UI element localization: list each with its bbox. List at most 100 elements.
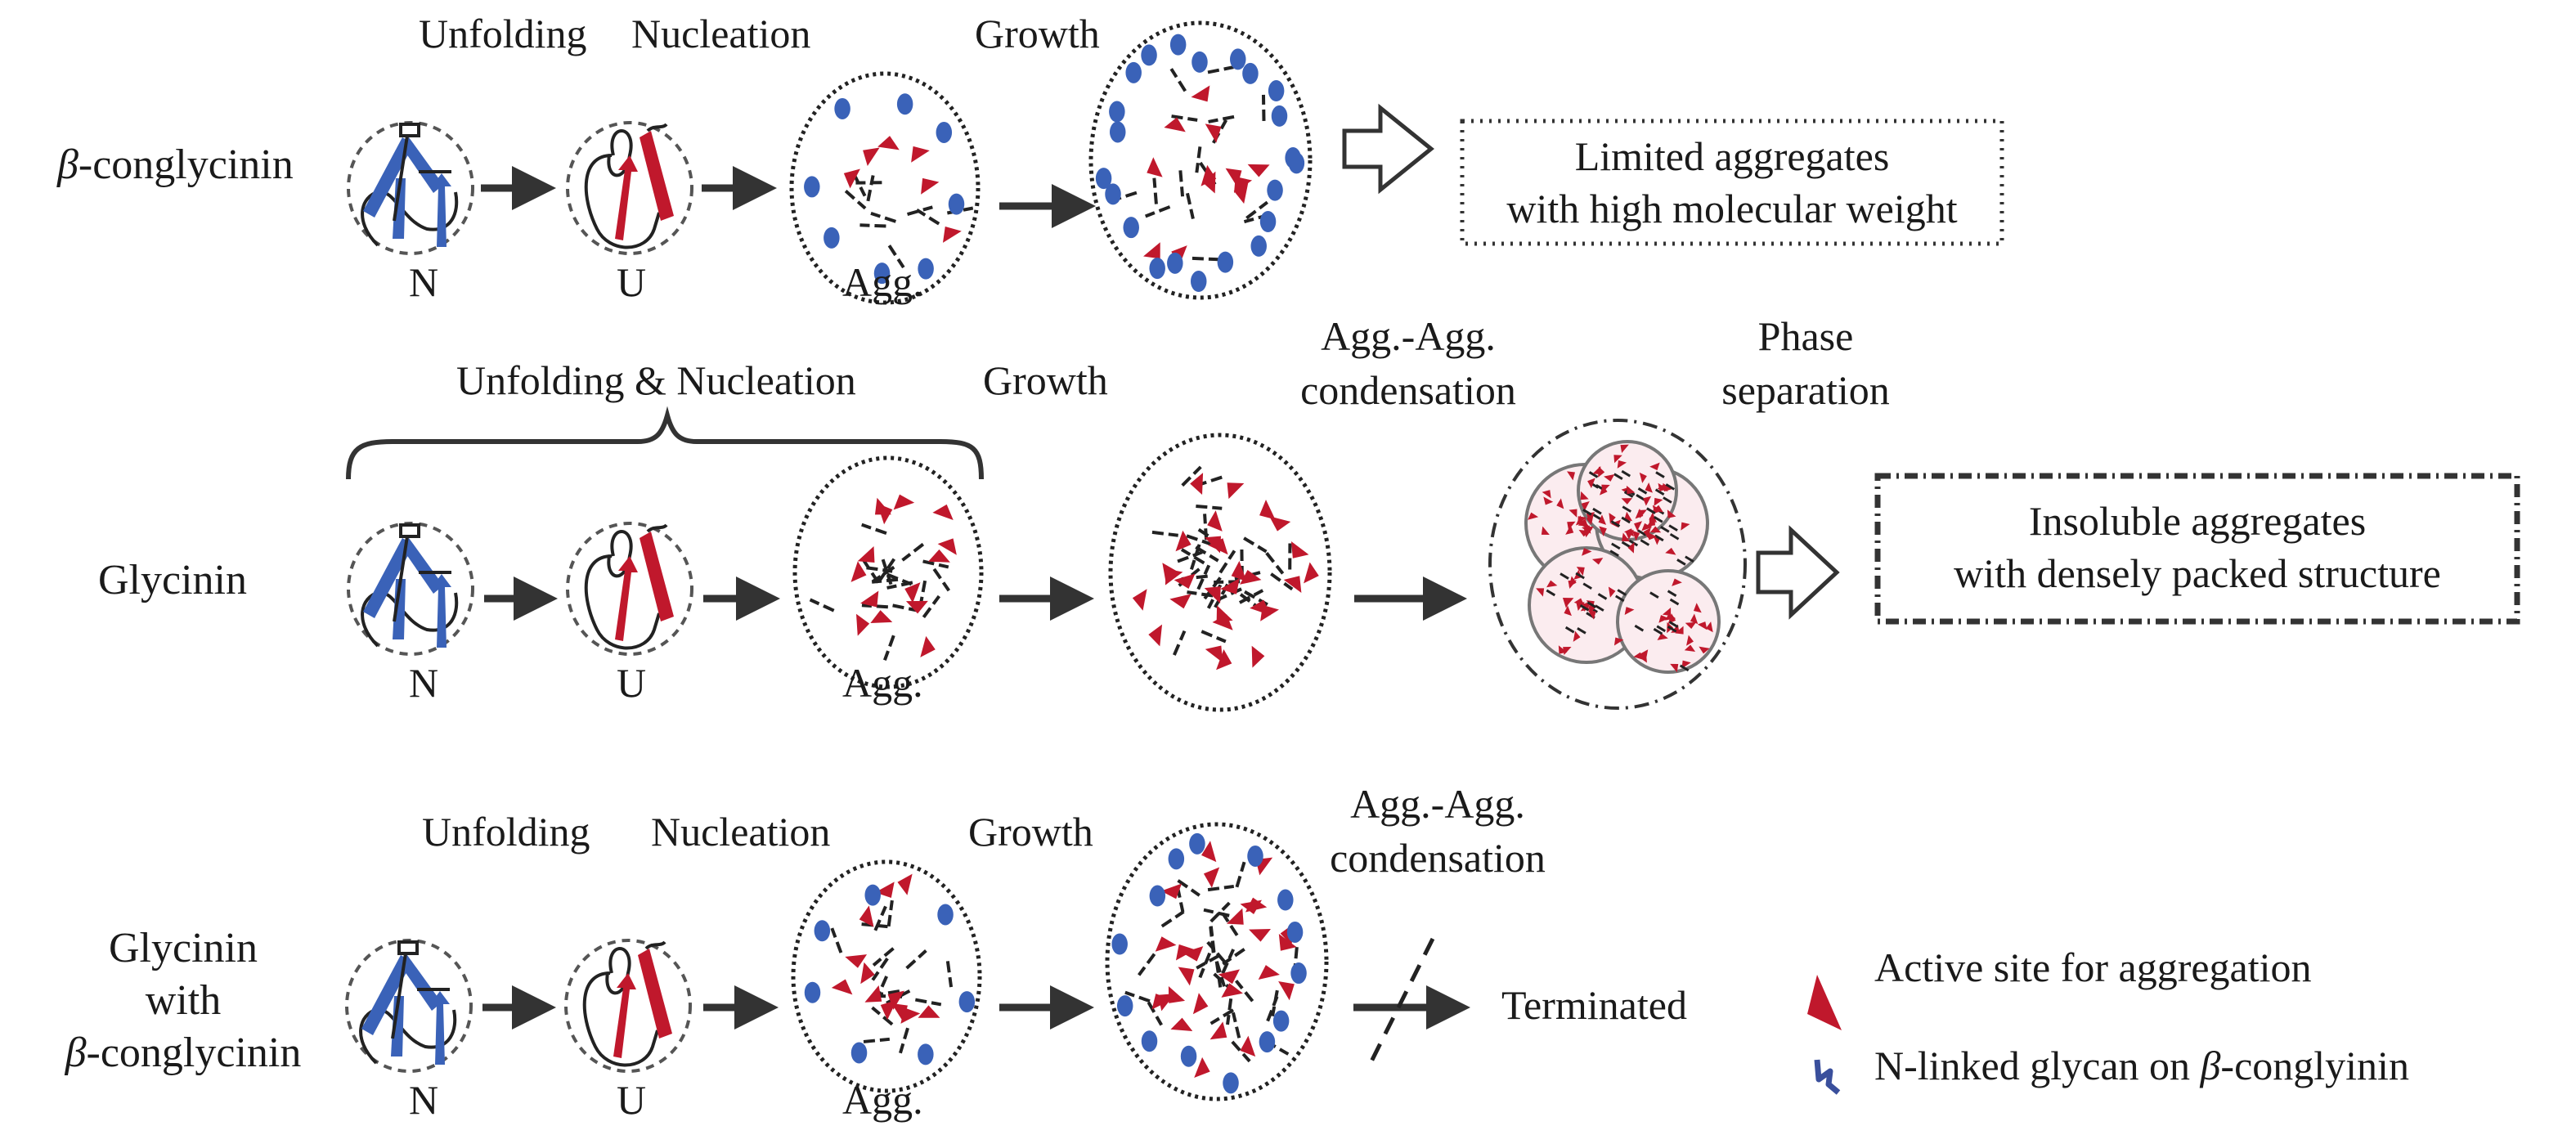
glycan-blob bbox=[1290, 962, 1307, 985]
active-site-wedge bbox=[1258, 965, 1280, 980]
row-glycinin: Glycinin Unfolding & Nucleation Growth A… bbox=[98, 313, 2520, 712]
glycan-blob bbox=[1192, 51, 1208, 73]
active-site-wedge bbox=[1622, 532, 1631, 542]
active-site-wedge bbox=[1667, 509, 1676, 518]
connector-line bbox=[863, 1037, 891, 1043]
connector-line bbox=[1195, 545, 1219, 563]
outcome-line-1: Limited aggregates bbox=[1575, 133, 1890, 179]
connector-line bbox=[1196, 505, 1223, 510]
active-site-wedge bbox=[1191, 85, 1210, 102]
active-site-wedge bbox=[1564, 605, 1572, 617]
active-site-wedge bbox=[893, 494, 915, 510]
dotted-boundary bbox=[1088, 20, 1313, 300]
glycan-blob bbox=[1272, 1010, 1290, 1032]
active-site-wedge bbox=[870, 610, 893, 623]
dashed-boundary bbox=[566, 522, 693, 656]
stage-label-unfolding: Unfolding bbox=[422, 809, 590, 855]
active-site-wedge bbox=[850, 561, 867, 582]
connector-line bbox=[1171, 114, 1198, 122]
active-site-wedge bbox=[857, 545, 875, 563]
active-site-wedge bbox=[1693, 603, 1702, 613]
active-site-wedge bbox=[1164, 117, 1186, 132]
active-site-wedge bbox=[877, 136, 900, 150]
active-site-wedge bbox=[1226, 908, 1244, 925]
connector-line bbox=[1669, 532, 1680, 541]
active-site-wedge bbox=[1609, 513, 1616, 524]
connector-line bbox=[871, 1006, 894, 1026]
connector-line bbox=[922, 594, 941, 619]
dotted-boundary bbox=[791, 859, 982, 1093]
dashed-boundary bbox=[566, 121, 693, 255]
active-site-wedge bbox=[1227, 482, 1245, 500]
glycan-blob bbox=[1125, 61, 1142, 83]
active-site-wedge bbox=[1216, 605, 1233, 623]
connector-line bbox=[1668, 524, 1678, 532]
connector-line bbox=[1667, 590, 1677, 597]
row-glycinin-with-beta-conglycinin: Glycinin with β-conglycinin Unfolding Nu… bbox=[65, 781, 1687, 1123]
connector-line bbox=[886, 899, 894, 927]
glycan-blob bbox=[873, 262, 891, 285]
active-site-wedge bbox=[1580, 491, 1589, 500]
active-site-wedge bbox=[1162, 563, 1177, 585]
connector-line bbox=[1634, 624, 1645, 632]
active-site-wedge bbox=[1649, 462, 1660, 471]
backbone-loop bbox=[584, 123, 668, 249]
glycan-blob bbox=[918, 1043, 934, 1065]
active-site-wedge bbox=[1617, 460, 1627, 469]
state-label-u: U bbox=[617, 259, 646, 305]
connector-line bbox=[932, 568, 951, 592]
active-site-wedge bbox=[1599, 526, 1607, 536]
connector-line bbox=[914, 998, 942, 1007]
active-site-wedge bbox=[1600, 484, 1608, 496]
connector-line bbox=[1628, 539, 1639, 547]
connector-line bbox=[1646, 507, 1656, 514]
active-site-wedge bbox=[1591, 558, 1604, 565]
active-site-wedge bbox=[1681, 522, 1690, 531]
connector-line bbox=[916, 208, 940, 226]
connector-line bbox=[1200, 630, 1227, 644]
connector-line bbox=[1192, 256, 1218, 262]
connector-line bbox=[1637, 487, 1648, 495]
active-site-wedge bbox=[1543, 496, 1554, 505]
connector-line bbox=[1151, 530, 1178, 537]
connector-line bbox=[1196, 564, 1211, 590]
glycan-blob bbox=[1223, 1072, 1239, 1094]
active-site-wedge bbox=[1155, 936, 1177, 952]
active-site-wedge bbox=[1168, 986, 1186, 1003]
active-site-wedge bbox=[1542, 490, 1551, 499]
active-site-wedge bbox=[1623, 528, 1635, 537]
connector-line bbox=[1221, 912, 1239, 936]
connector-line bbox=[1623, 491, 1634, 498]
connector-line bbox=[901, 542, 925, 562]
connector-line bbox=[1186, 534, 1213, 546]
state-label-agg: Agg. bbox=[842, 660, 923, 706]
outcome-line-2: with densely packed structure bbox=[1954, 550, 2441, 596]
active-site-wedge bbox=[1608, 586, 1616, 598]
connector-line bbox=[877, 558, 896, 582]
active-site-wedge bbox=[1657, 633, 1668, 640]
beta-strand bbox=[361, 955, 412, 1035]
active-site-wedge bbox=[1686, 635, 1694, 646]
active-site-wedge bbox=[1147, 157, 1163, 177]
active-site-wedge bbox=[1558, 645, 1568, 654]
active-site-wedge bbox=[1586, 514, 1594, 525]
connector-line bbox=[1270, 572, 1294, 591]
glycan-blob bbox=[1167, 252, 1183, 274]
active-site-wedge bbox=[1567, 471, 1575, 481]
connector-line bbox=[870, 211, 896, 223]
active-site-wedge bbox=[1204, 586, 1221, 603]
active-site-wedge bbox=[1587, 610, 1596, 620]
outcome-arrow-icon bbox=[1756, 525, 1840, 620]
row-label-glycinin: Glycinin bbox=[98, 557, 247, 603]
active-site-wedge bbox=[1556, 498, 1564, 509]
connector-line bbox=[1234, 980, 1254, 1003]
glycan-blob bbox=[1230, 48, 1246, 70]
active-site-wedge bbox=[1675, 626, 1684, 635]
connector-line bbox=[1207, 884, 1235, 892]
connector-line bbox=[1160, 910, 1185, 928]
connector-line bbox=[1178, 170, 1185, 197]
active-site-wedge bbox=[1205, 123, 1222, 143]
active-site-wedge bbox=[891, 1003, 908, 1022]
active-site-wedge bbox=[860, 590, 879, 608]
nucleus-aggregate-icon bbox=[792, 455, 984, 689]
